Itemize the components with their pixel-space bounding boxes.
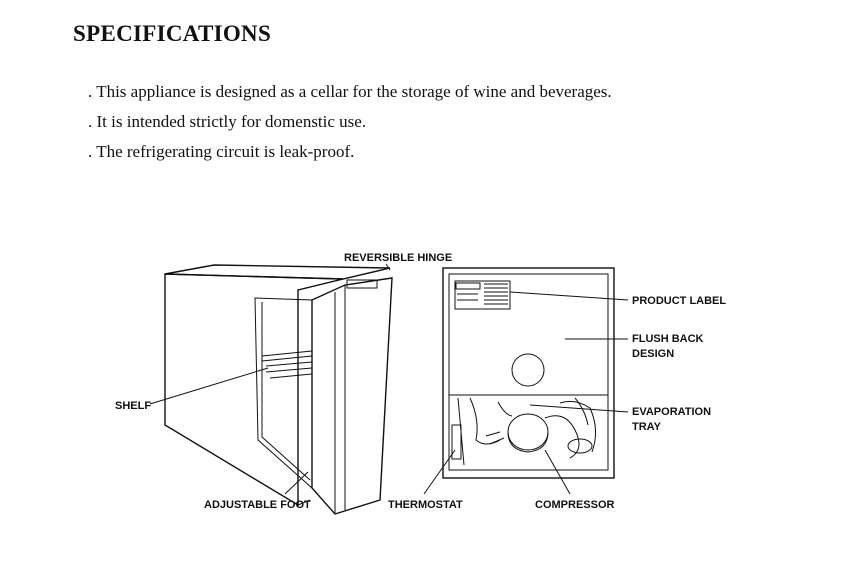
label-adjustable-foot: ADJUSTABLE FOOT (204, 499, 311, 511)
label-shelf: SHELF (115, 400, 151, 412)
front-view-cabinet (164, 264, 393, 515)
label-evaporation-tray: TRAY (632, 421, 662, 433)
page-title: SPECIFICATIONS (73, 21, 272, 46)
spec-item: . The refrigerating circuit is leak-proo… (88, 142, 355, 161)
spec-list: . This appliance is designed as a cellar… (88, 77, 612, 167)
leader-lines (149, 263, 629, 495)
label-flush-back-design: DESIGN (632, 348, 674, 360)
back-view-cabinet (442, 267, 615, 479)
spec-item: . It is intended strictly for domenstic … (88, 112, 367, 131)
label-evaporation: EVAPORATION (632, 406, 711, 418)
label-reversible-hinge: REVERSIBLE HINGE (344, 252, 452, 264)
label-flush-back: FLUSH BACK (632, 333, 704, 345)
spec-item: . This appliance is designed as a cellar… (88, 82, 612, 101)
label-thermostat: THERMOSTAT (388, 499, 463, 511)
label-compressor: COMPRESSOR (535, 499, 615, 511)
label-product-label: PRODUCT LABEL (632, 295, 726, 307)
